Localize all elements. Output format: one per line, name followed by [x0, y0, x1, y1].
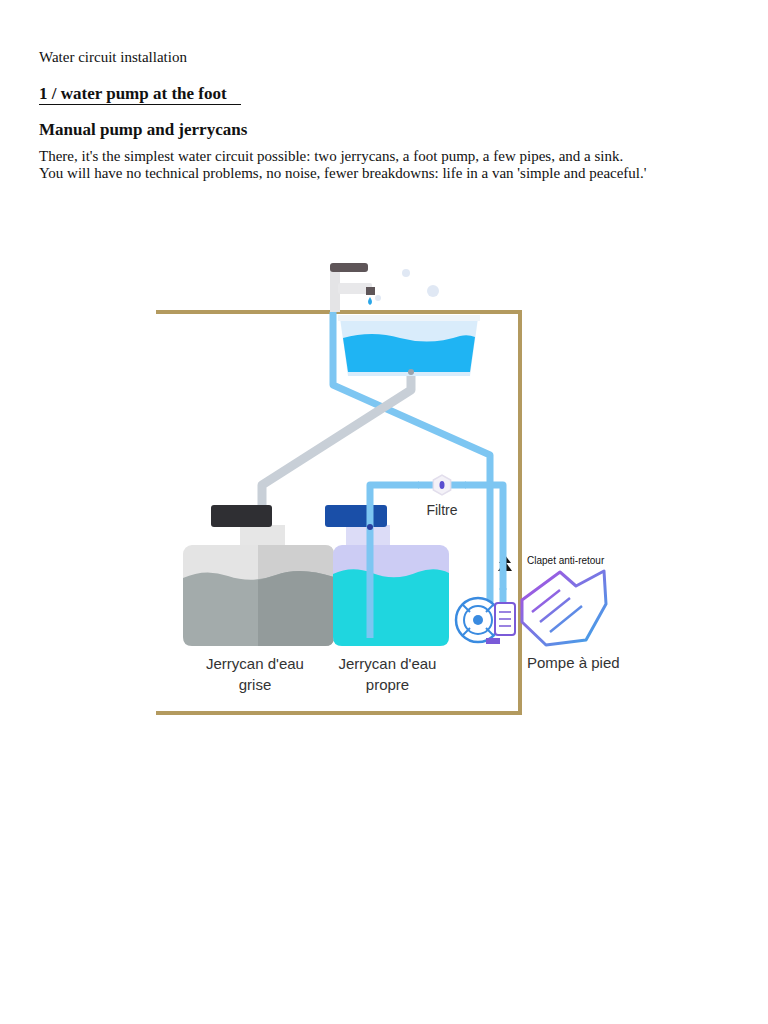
sink	[408, 369, 414, 375]
foot-pump	[473, 615, 483, 625]
foot-pedal	[532, 590, 582, 632]
filter-symbol	[440, 481, 445, 489]
sink	[343, 334, 475, 372]
filter-symbol	[433, 475, 450, 495]
clean-water-jerrycan	[333, 569, 449, 646]
water-pipe	[465, 485, 503, 590]
faucet	[330, 263, 375, 312]
faucet	[366, 287, 375, 295]
node-label: Filtre	[419, 501, 465, 521]
section-heading: 1 / water pump at the foot	[39, 84, 241, 105]
van-outline	[156, 312, 520, 713]
clean-water-jerrycan	[325, 505, 449, 646]
grey-water-jerrycan	[183, 505, 334, 646]
water-pipe	[370, 485, 419, 505]
body-text: There, it's the simplest water circuit p…	[39, 148, 623, 165]
filter-pipe	[418, 482, 466, 489]
foot-pump	[456, 598, 500, 642]
grey-water-jerrycan	[183, 545, 334, 646]
grey-water-jerrycan	[258, 545, 334, 646]
faucet	[330, 263, 368, 272]
clean-water-jerrycan	[325, 505, 387, 527]
foot-pump: Pompe à pied	[452, 590, 632, 677]
bubbles	[375, 295, 381, 301]
grey-water-jerrycan	[258, 571, 334, 646]
foot-pump	[486, 638, 500, 644]
foot-pedal	[522, 571, 606, 645]
foot-pump	[495, 603, 515, 635]
sink	[338, 315, 480, 321]
foot-pedal	[522, 571, 606, 645]
clean-water-jerrycan: Jerrycan d'eau propre	[325, 505, 450, 699]
foot-pump	[462, 604, 494, 636]
filter-symbol	[431, 474, 453, 496]
clean-water-jerrycan	[367, 505, 374, 638]
van-outline	[156, 312, 520, 713]
foot-pump	[456, 598, 515, 644]
clean-water-jerrycan	[367, 524, 373, 530]
filter: Filtre	[419, 474, 465, 525]
bubbles	[427, 285, 439, 297]
part-label: Clapet anti-retour	[527, 555, 604, 566]
grey-water-jerrycan	[183, 571, 334, 646]
bubbles	[375, 269, 439, 301]
node-label: Jerrycan d'eau propre	[329, 653, 447, 695]
grey-water-jerrycan: Jerrycan d'eau grise	[185, 505, 325, 699]
page-title: Water circuit installation	[39, 49, 187, 66]
node-label: Jerrycan d'eau grise	[196, 653, 314, 695]
node-label: Pompe à pied	[527, 652, 631, 673]
grey-water-jerrycan	[211, 505, 272, 527]
foot-pump	[499, 612, 511, 626]
faucet	[368, 297, 372, 305]
clean-water-jerrycan	[333, 545, 449, 646]
sink	[338, 315, 480, 376]
sub-heading: Manual pump and jerrycans	[39, 120, 247, 140]
bubbles	[402, 269, 410, 277]
sink	[340, 318, 478, 376]
body-text: You will have no technical problems, no …	[39, 165, 646, 182]
